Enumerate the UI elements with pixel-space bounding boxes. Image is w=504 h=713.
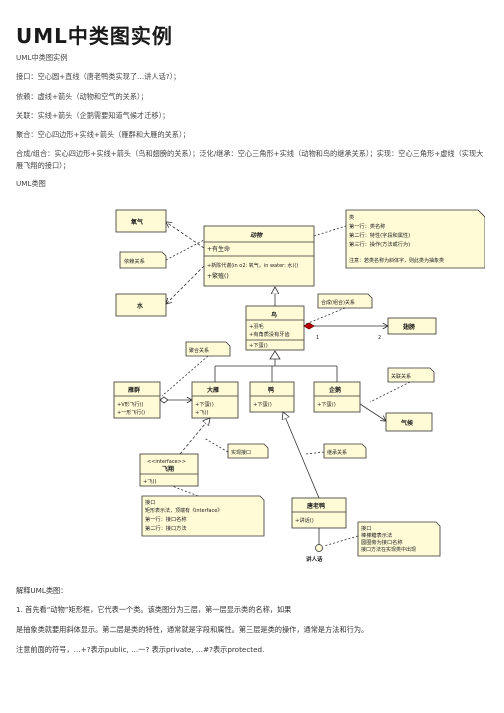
animal-attr: +有生命 <box>207 245 230 253</box>
note-lollipop-line0: 接口 <box>361 524 371 532</box>
explain-line-1: 1. 首先看“动物”矩形框，它代表一个类。该类图分为三层，第一层显示类的名称，如… <box>16 605 292 614</box>
fly-op: +飞() <box>143 478 157 485</box>
goose-name: 大雁 <box>207 386 219 394</box>
note-class-line0: 类 <box>349 213 354 221</box>
goose-group-name: 雁群 <box>128 386 140 394</box>
explain-heading: 解释UML类图： <box>16 586 68 595</box>
fly-stereotype: <<interface>> <box>147 459 186 465</box>
note-lollipop-line3: 接口方法在实现类中出现 <box>361 546 416 553</box>
speak-label: 讲人话 <box>306 555 323 563</box>
explain-line-2: 是抽象类就要用斜体显示。第二层是类的特性，通常就是字段和属性。第三层是类的操作，… <box>16 625 369 634</box>
animal-name: 动物 <box>250 231 263 239</box>
note-aggregation-text: 聚合关系 <box>189 347 209 354</box>
class-water <box>115 293 167 317</box>
note-lollipop <box>357 521 441 557</box>
water-name: 水 <box>137 302 144 310</box>
note-composition-text: 合成(组合)关系 <box>321 299 355 306</box>
note-association <box>387 367 435 383</box>
note-dependency-text: 依赖关系 <box>124 257 145 265</box>
association-penguin-climate <box>359 403 386 421</box>
bird-attr1: +羽毛 <box>249 322 264 330</box>
lollipop-speak <box>315 544 323 552</box>
note-interface-line1: 矩形表示法，顶端有《interface》 <box>145 507 222 514</box>
aggregation-diamond <box>159 396 169 404</box>
mult-1: 1 <box>316 335 319 341</box>
class-duck <box>249 381 295 413</box>
climate-name: 气候 <box>400 419 414 427</box>
class-bird <box>245 305 305 351</box>
dependency-water <box>166 265 205 304</box>
animal-op2: +繁殖() <box>207 272 229 280</box>
goose-group-op1: +V形飞行() <box>117 401 144 408</box>
interface-fly <box>139 453 199 487</box>
note-dependency <box>119 251 167 269</box>
note-interface-line2: 第一行：接口名称 <box>145 515 187 523</box>
goose-group-op2: +一形飞行() <box>117 409 145 416</box>
note-class <box>345 209 485 269</box>
line-aggregation: 聚合：空心四边形+实线+箭头（雁群和大雁的关系）； <box>16 130 190 139</box>
tang-duck-name: 唐老鸭 <box>306 502 325 510</box>
line-dependency: 依赖：虚线+箭头（动物和空气的关系）； <box>16 92 148 101</box>
bird-name: 鸟 <box>271 311 277 319</box>
bird-attr2: +有角质没有牙齿 <box>249 330 290 338</box>
goose-op2: +飞() <box>195 409 209 416</box>
note-class-line2: 第二行：特性(字段和属性) <box>349 231 410 239</box>
penguin-op: +下蛋() <box>317 400 336 408</box>
class-air <box>115 209 167 233</box>
penguin-name: 企鹅 <box>328 386 341 394</box>
diagram-heading: UML类图 <box>16 179 46 188</box>
note-class-line3: 第三行：操作(方法或行为) <box>349 240 410 248</box>
inherit-head <box>269 350 281 360</box>
note-lollipop-line2: 圆圈旁为接口名称 <box>361 538 403 546</box>
air-name: 氧气 <box>130 218 143 226</box>
tang-op: +讲话() <box>295 516 314 524</box>
line-composition: 合成/组合：实心四边形+实线+箭头（鸟和翅膀的关系）；泛化/继承：空心三角形+实… <box>16 149 484 170</box>
goose-op1: +下蛋() <box>195 400 214 408</box>
uml-class-diagram: 氧气 水 动物 +有生命 +新陈代谢(in o2: 氧气，in water: 水… <box>113 209 485 563</box>
note-class-line1: 第一行：类名称 <box>349 222 385 230</box>
class-goose-group <box>113 381 161 419</box>
wing-name: 翅膀 <box>402 323 415 331</box>
note-class-line5: 注意：若类名称为斜体字，则此类为抽象类 <box>349 257 444 264</box>
class-climate <box>385 412 433 432</box>
note-composition <box>317 293 373 309</box>
note-aggregation <box>185 341 231 357</box>
line-interface: 接口：空心圆+直线（唐老鸭类实现了…讲人话?）； <box>16 72 181 81</box>
animal-op1: +新陈代谢(in o2: 氧气，in water: 水)() <box>207 262 298 269</box>
note-lollipop-line1: 棒棒糖表示法 <box>361 531 392 539</box>
intro-heading: UML中类图实例 <box>16 53 68 62</box>
page-title: UML中类图实例 <box>16 24 173 48</box>
explain-line-3: 注意前面的符号，…+?表示public, …一? 表示private, …#?表… <box>16 645 265 654</box>
note-interface-line3: 第二行：接口方法 <box>145 524 187 532</box>
composition-diamond <box>303 322 315 330</box>
duck-name: 鸭 <box>268 386 274 394</box>
dependency-air <box>166 222 205 249</box>
class-goose <box>191 381 239 419</box>
note-interface-line0: 接口 <box>145 498 155 506</box>
note-inherit-text: 继承关系 <box>327 449 347 456</box>
line-association: 关联：实线+箭头（企鹅需要知道气候才迁移）； <box>16 111 170 120</box>
realize-goose-fly <box>179 418 210 455</box>
bird-op: +下蛋() <box>249 341 268 349</box>
note-realize <box>227 443 269 459</box>
note-association-text: 关联关系 <box>391 373 411 380</box>
inherit-tang-duck <box>283 412 320 499</box>
note-inherit <box>323 443 367 459</box>
class-penguin <box>313 381 361 413</box>
duck-op: +下蛋() <box>253 400 272 408</box>
note-realize-text: 实现接口 <box>231 449 251 456</box>
fly-name: 飞翔 <box>162 465 174 473</box>
note-interface <box>141 495 265 537</box>
mult-2: 2 <box>378 335 381 341</box>
